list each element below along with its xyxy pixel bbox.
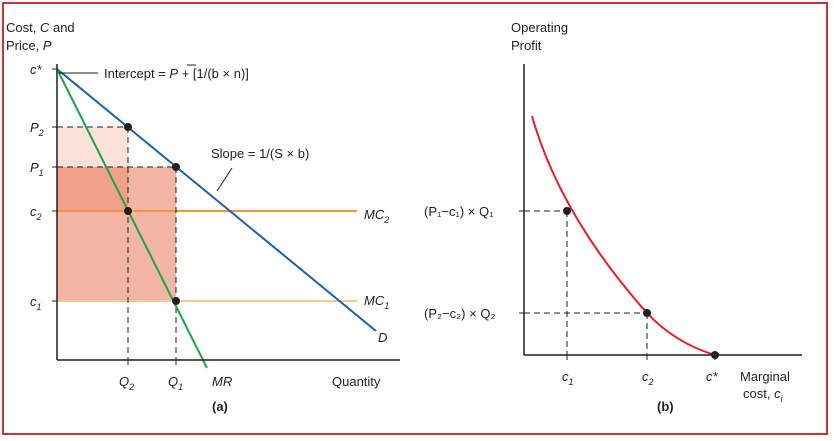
tick-label-c1-b: c1 [562,369,574,387]
profit-curve [531,115,716,356]
tick-label-c2-b: c2 [642,369,654,387]
tick-label-p2: P2 [30,120,44,138]
panel-b: Operating Profit Marginal cost, ci (P₁−c… [424,20,802,414]
mc1-label: MC1 [364,293,389,311]
slope-leader [216,167,233,192]
demand-line [56,68,377,332]
panel-b-y-axis-title-line2: Profit [511,38,542,53]
point-cstar-b [711,351,719,359]
panel-a-y-axis-title-line1: Cost, C and [6,20,75,35]
tick-label-q2: Q2 [119,374,134,392]
panel-a-y-axis-title-line2: Price, P [6,38,52,53]
point-profit2 [643,309,651,317]
panel-b-label: (b) [657,399,674,414]
marginal-revenue-line [56,68,208,369]
panel-a-x-axis-title: Quantity [332,374,381,389]
tick-label-c2-a: c2 [30,204,42,222]
tick-label-q1: Q1 [168,374,183,392]
tick-label-cstar-a: c* [30,62,43,77]
point-c1-q1 [172,297,180,305]
point-profit1 [563,207,571,215]
point-p2-q2 [124,123,132,131]
mc2-label: MC2 [364,207,389,225]
panel-a-label: (a) [212,399,228,414]
panel-a: Cost, C and Price, P c* P2 P1 c2 c1 Q2 Q… [6,20,400,414]
tick-label-cstar-b: c* [706,369,719,384]
profit1-label: (P₁−c₁) × Q₁ [424,204,494,219]
point-p1-q1 [172,163,180,171]
intercept-annotation: Intercept = P + [1/(b × n)] [104,66,249,81]
mr-label: MR [212,374,232,389]
panel-b-x-axis-title-line1: Marginal [740,369,790,384]
profit2-label: (P₂−c₂) × Q₂ [424,306,496,321]
panel-b-y-axis-title-line1: Operating [511,20,568,35]
tick-label-p1: P1 [30,160,44,178]
tick-label-c1-a: c1 [30,294,42,312]
demand-label: D [378,330,387,345]
slope-annotation: Slope = 1/(S × b) [211,146,309,161]
profit-region-p2-light [57,127,128,167]
panel-b-x-axis-title-line2: cost, ci [743,386,784,404]
point-c2-q2 [124,207,132,215]
